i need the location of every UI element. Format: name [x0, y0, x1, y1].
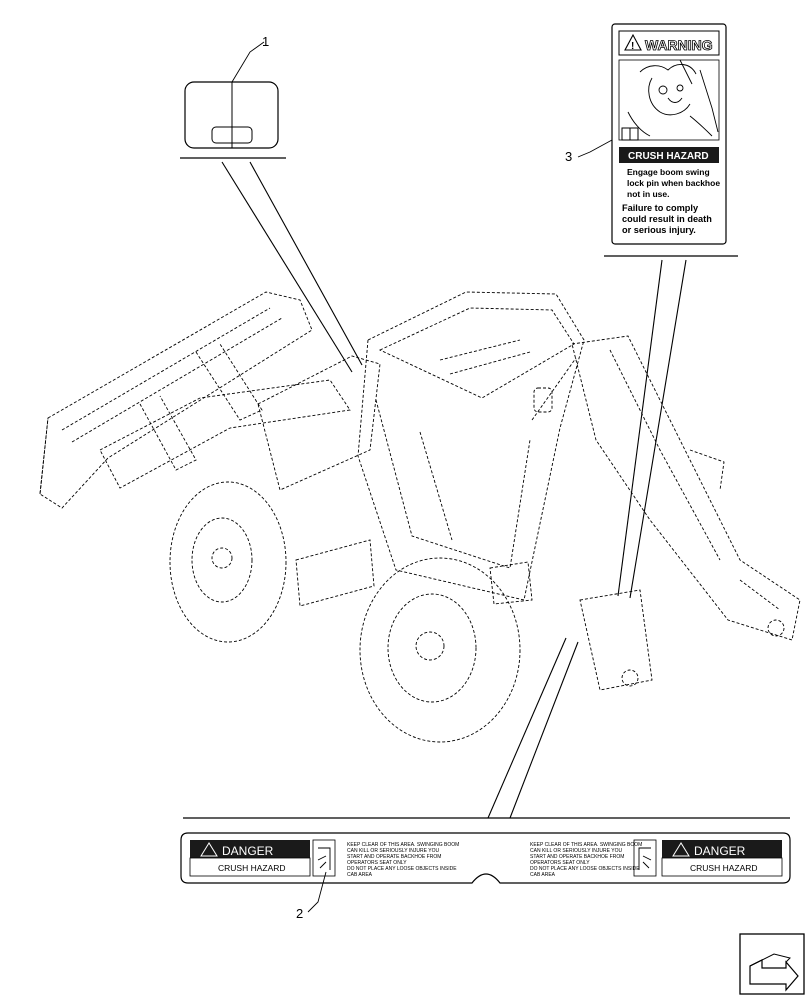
callout-1-leader: [231, 41, 265, 83]
callout-2-label: 2: [296, 906, 303, 921]
danger-right-text-2: CAN KILL OR SERIOUSLY INJURE YOU: [530, 848, 622, 854]
warning-line-4: Failure to comply: [622, 203, 699, 213]
warning-pointer-b: [629, 259, 687, 599]
warning-line-1: Engage boom swing: [627, 167, 710, 177]
front-bucket: [39, 291, 313, 509]
warning-triangle-mark: !: [631, 41, 634, 52]
danger-left-text-2: CAN KILL OR SERIOUSLY INJURE YOU: [347, 848, 439, 854]
danger-right-text-5: DO NOT PLACE ANY LOOSE OBJECTS INSIDE: [530, 866, 640, 872]
engine-hood: [257, 355, 381, 491]
warning-pointer-a: [617, 259, 663, 597]
danger-left-text-4: OPERATORS SEAT ONLY: [347, 860, 407, 866]
decal-1-pointer-a: [221, 161, 353, 373]
cab-step: [295, 539, 375, 607]
warning-line-5: could result in death: [622, 214, 712, 224]
callout-3-label: 3: [565, 149, 572, 164]
danger-right-text-3: START AND OPERATE BACKHOE FROM: [530, 854, 624, 860]
danger-left-text-6: CAB AREA: [347, 872, 373, 878]
decal-1-pointer-b: [249, 161, 363, 366]
callout-1-label: 1: [262, 34, 269, 49]
danger-right-pictogram-lines: [638, 847, 652, 870]
warning-triangle-icon: [624, 33, 642, 51]
danger-right-text-4: OPERATORS SEAT ONLY: [530, 860, 590, 866]
rear-wheel: [359, 557, 521, 743]
warning-hazard-bar: [619, 147, 719, 163]
backhoe-boom: [571, 335, 801, 641]
front-wheel: [169, 481, 287, 643]
warning-pictogram-box: [618, 59, 720, 141]
danger-right-hazard-box: [661, 857, 783, 877]
warning-decal-outline: [611, 23, 727, 245]
loader-arm: [99, 379, 351, 489]
danger-left-header-text: DANGER: [222, 844, 274, 858]
warning-header-text: WARNING: [645, 37, 713, 53]
danger-left-text-5: DO NOT PLACE ANY LOOSE OBJECTS INSIDE: [347, 866, 457, 872]
danger-left-header: [190, 840, 310, 858]
danger-pointer-a: [487, 637, 567, 819]
warning-line-3: not in use.: [627, 189, 670, 199]
danger-left-pictogram-icon: [312, 839, 336, 877]
decal-1-slot: [211, 126, 253, 144]
danger-right-header-text: DANGER: [694, 844, 746, 858]
backhoe-loader-illustration: [39, 291, 801, 743]
callout-2-leader: [307, 871, 327, 913]
warning-line-6: or serious injury.: [622, 225, 696, 235]
danger-decal-outline: [180, 832, 791, 884]
warning-hazard-text: CRUSH HAZARD: [628, 151, 709, 162]
swing-frame: [579, 589, 653, 691]
cab-frame: [357, 291, 585, 601]
callout-3-leader: [577, 139, 613, 158]
warning-line-2: lock pin when backhoe: [627, 178, 720, 188]
danger-decal-group: DANGER CRUSH HAZARD KEEP CLEAR OF THIS A…: [180, 637, 791, 921]
warning-decal-group: ! WARNING CRUSH HAZARD Engage boom swing…: [565, 23, 738, 599]
next-page-arrow-icon[interactable]: [739, 933, 805, 995]
danger-pointer-b: [509, 641, 579, 819]
decal-1-group: 1: [180, 34, 363, 373]
danger-left-text-3: START AND OPERATE BACKHOE FROM: [347, 854, 441, 860]
danger-right-text-1: KEEP CLEAR OF THIS AREA. SWINGING BOOM: [530, 842, 642, 848]
danger-right-triangle-icon: [672, 842, 690, 857]
danger-right-hazard-text: CRUSH HAZARD: [690, 863, 758, 873]
danger-left-pictogram-lines: [317, 847, 331, 870]
beacon-light: [533, 387, 553, 413]
warning-header-box: [618, 30, 720, 56]
danger-left-triangle-icon: [200, 842, 218, 857]
danger-right-pictogram-icon: [633, 839, 657, 877]
danger-right-header: [662, 840, 782, 858]
crush-pictogram-icon: [627, 59, 719, 137]
danger-left-text-1: KEEP CLEAR OF THIS AREA. SWINGING BOOM: [347, 842, 459, 848]
danger-right-text-6: CAB AREA: [530, 872, 556, 878]
danger-left-hazard-text: CRUSH HAZARD: [218, 863, 286, 873]
danger-left-hazard-box: [189, 857, 311, 877]
